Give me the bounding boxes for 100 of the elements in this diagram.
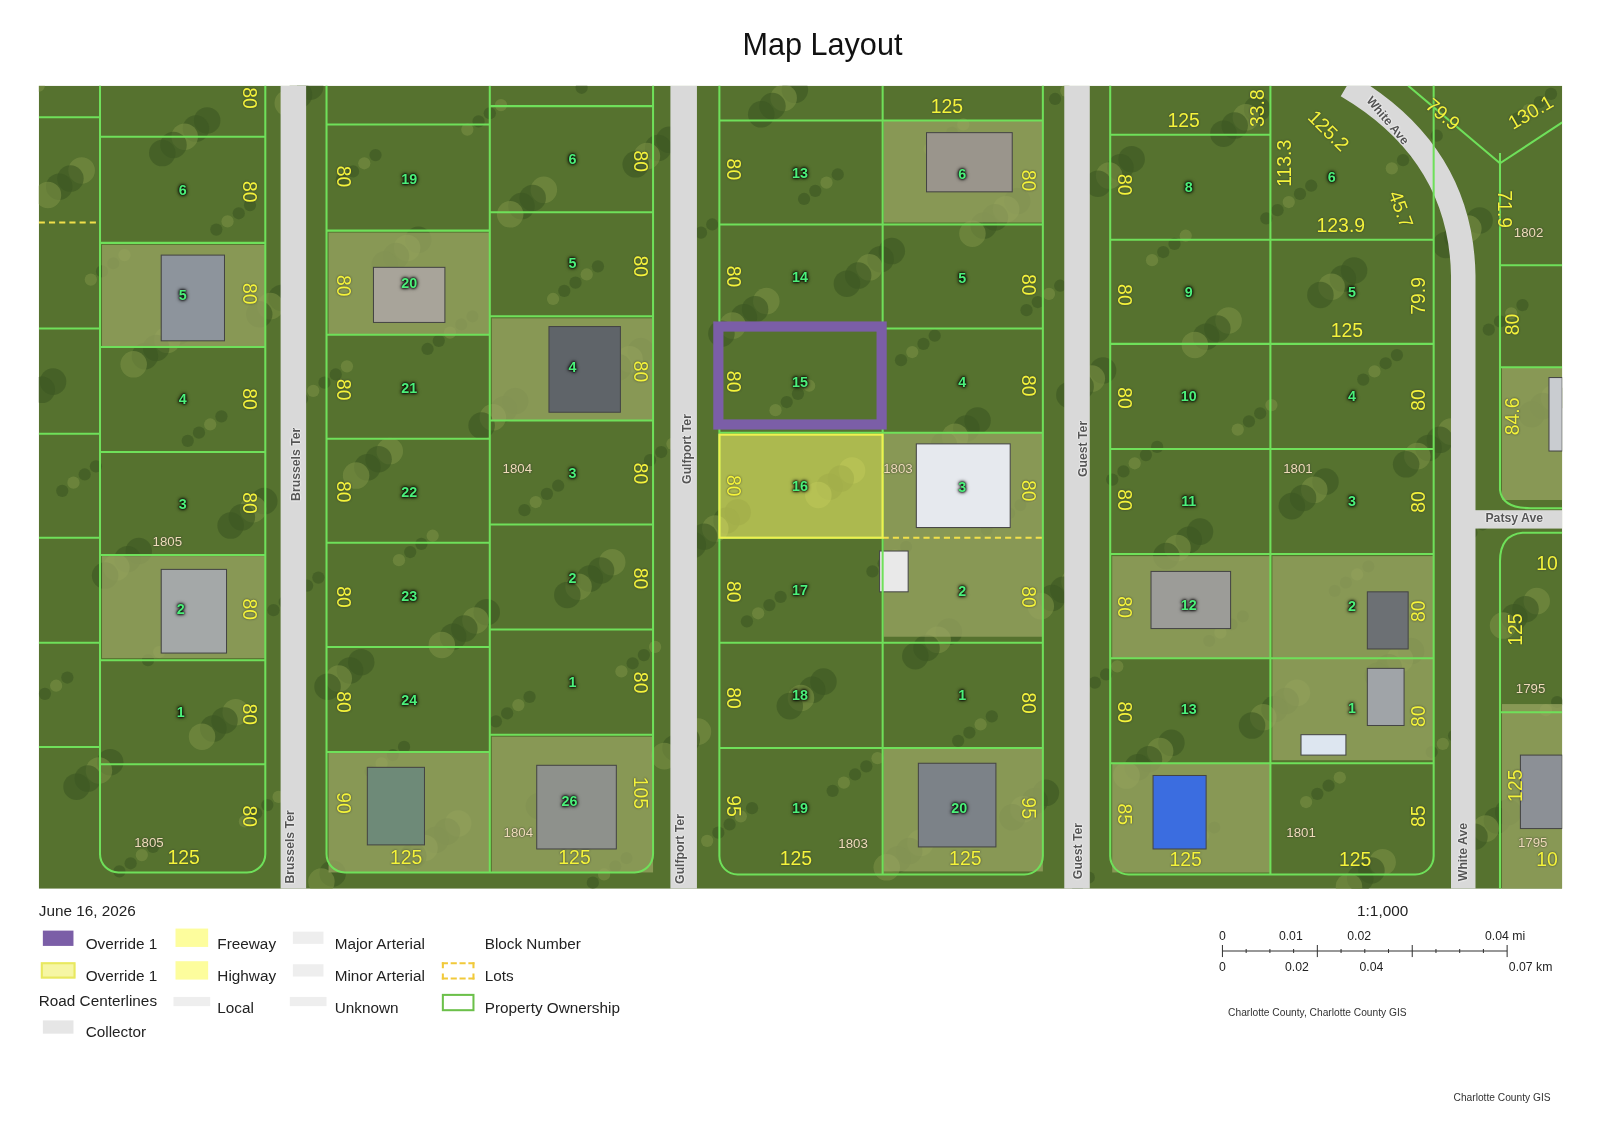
legend-label: Lots: [484, 967, 514, 984]
dimension-label: 71.9: [1495, 190, 1515, 229]
legend-label: Local: [217, 999, 254, 1015]
dimension-label: 79.9: [1408, 277, 1429, 315]
dimension-label: 80: [631, 671, 651, 694]
dimension-label: 125: [1330, 320, 1364, 341]
legend-label: Freeway: [217, 936, 277, 952]
lot-number: 20: [951, 801, 968, 816]
lot-number: 13: [792, 165, 808, 180]
dimension-label: 80: [1018, 169, 1039, 192]
dimension-label: 80: [1018, 586, 1039, 608]
dimension-label: 80: [1408, 705, 1429, 728]
block-number: 1801: [1286, 826, 1316, 840]
scale-label: 0: [1219, 961, 1226, 974]
lot-number: 1: [568, 674, 577, 689]
legend-label: Collector: [85, 1023, 147, 1040]
legend-label: Override 1: [85, 967, 158, 984]
scale-label: 0.01: [1278, 929, 1303, 942]
block-number: 1805: [152, 535, 183, 549]
dimension-label: 80: [1114, 284, 1135, 306]
dimension-label: 80: [1018, 273, 1039, 296]
street-name: Patsy Ave: [1485, 512, 1544, 525]
block-number: 1801: [1283, 461, 1313, 475]
lot-number: 6: [568, 152, 577, 167]
dimension-label: 90: [334, 792, 354, 814]
dimension-label: 113.3: [1275, 139, 1295, 187]
lot-number: 14: [792, 269, 808, 284]
dimension-label: 80: [631, 462, 651, 485]
dimension-label: 80: [240, 87, 260, 109]
lot-number: 15: [792, 374, 808, 389]
legend-label: Highway: [217, 967, 277, 984]
dimension-label: 80: [631, 150, 651, 172]
lot-number: 22: [401, 484, 418, 499]
dimension-label: 125: [1338, 849, 1372, 869]
scale-label: 0.04: [1359, 961, 1384, 974]
dimension-label: 80: [334, 691, 354, 713]
dimension-label: 125: [1167, 110, 1200, 131]
lot-number: 19: [401, 171, 418, 186]
dimension-label: 125: [949, 848, 982, 868]
dimension-label: 80: [631, 255, 651, 278]
block-number: 1805: [134, 836, 164, 850]
lot-number: 4: [1348, 388, 1356, 404]
lot-number: 5: [1348, 284, 1356, 299]
dimension-label: 80: [631, 360, 651, 383]
dimension-label: 80: [631, 567, 651, 590]
dimension-label: 80: [240, 598, 260, 620]
legend-text: Block Number: [484, 936, 581, 952]
lot-number: 5: [178, 287, 187, 303]
dimension-label: 80: [240, 283, 260, 305]
lot-number: 17: [792, 582, 808, 597]
dimension-label: 80: [1408, 600, 1429, 622]
dimension-label: 80: [723, 474, 744, 497]
lot-number: 2: [958, 583, 967, 598]
scale-label: 0.07 km: [1508, 961, 1553, 974]
lot-number: 1: [176, 705, 185, 720]
legend-label: Major Arterial: [334, 936, 425, 952]
source-credit: Charlotte County GIS: [1453, 1092, 1551, 1104]
dimension-label: 80: [1408, 389, 1429, 411]
lot-number: 6: [178, 182, 187, 197]
dimension-label: 80: [1408, 491, 1429, 513]
lot-number: 1: [958, 687, 967, 703]
legend-label: Override 1: [85, 936, 158, 952]
lot-number: 20: [401, 275, 418, 290]
lot-number: 16: [792, 478, 808, 493]
dimension-label: 80: [334, 481, 354, 503]
lot-number: 1: [1348, 701, 1356, 716]
scale-ratio: 1:1,000: [1357, 902, 1409, 918]
map-title: Map Layout: [742, 29, 903, 61]
lot-number: 12: [1180, 597, 1197, 613]
scale-label: 0: [1219, 929, 1226, 942]
dimension-label: 95: [723, 795, 744, 817]
dimension-label: 80: [240, 805, 260, 828]
lot-number: 10: [1180, 388, 1197, 404]
lot-number: 4: [178, 391, 187, 407]
dimension-label: 80: [334, 274, 354, 297]
dimension-label: 80: [723, 158, 744, 181]
lot-number: 3: [1348, 493, 1356, 509]
street-name: Gulfport Ter: [673, 814, 686, 884]
lot-number: 2: [1348, 598, 1356, 614]
legend-label: Unknown: [334, 999, 399, 1015]
street-name: Brussels Ter: [283, 810, 296, 884]
lot-number: 24: [401, 692, 418, 708]
lot-number: 11: [1181, 493, 1197, 509]
dimension-label: 80: [1114, 387, 1135, 409]
street-name: Guest Ter: [1076, 420, 1089, 478]
legend-label: Minor Arterial: [334, 967, 425, 984]
block-number: 1803: [883, 461, 913, 475]
dimension-label: 10: [1536, 553, 1558, 573]
dimension-label: 85: [1114, 803, 1135, 826]
dimension-label: 80: [1114, 701, 1135, 724]
dimension-label: 80: [723, 370, 744, 393]
street-name: Guest Ter: [1071, 822, 1084, 880]
scale-label: 0.02: [1347, 929, 1372, 942]
block-number: 1804: [502, 461, 533, 475]
dimension-label: 95: [1018, 797, 1039, 819]
dimension-label: 125: [167, 847, 200, 867]
lot-number: 5: [568, 256, 577, 271]
dimension-label: 80: [1114, 489, 1135, 511]
dimension-label: 80: [723, 265, 744, 288]
dimension-label: 80: [1018, 692, 1039, 714]
